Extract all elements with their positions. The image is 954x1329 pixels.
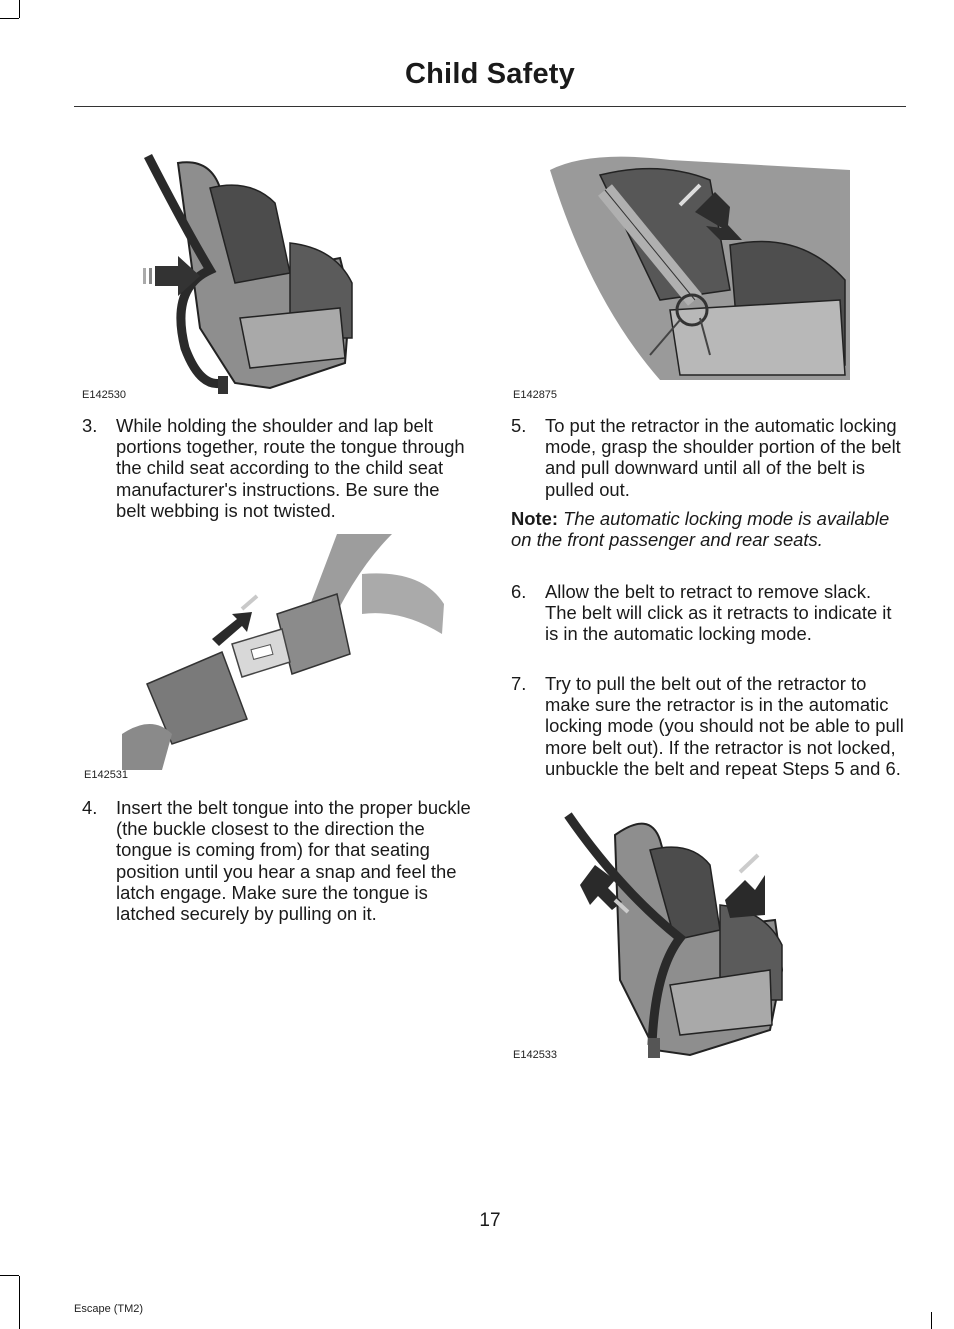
crop-mark <box>0 18 19 19</box>
figure-locking-check <box>560 810 790 1062</box>
crop-mark <box>931 1312 932 1329</box>
figure-code: E142531 <box>84 769 129 781</box>
crop-mark <box>0 1275 19 1276</box>
crop-mark <box>19 1276 20 1329</box>
figure-code: E142530 <box>82 389 127 401</box>
step-text: To put the retractor in the automatic lo… <box>545 415 901 500</box>
figure-retractor-pull <box>550 150 850 380</box>
step-number: 7. <box>511 673 527 694</box>
step-text: Try to pull the belt out of the retracto… <box>545 673 904 779</box>
figure-child-seat-routing <box>140 148 370 398</box>
step-text: Allow the belt to retract to remove slac… <box>545 581 892 645</box>
header-rule <box>74 106 906 107</box>
note: Note: The automatic locking mode is avai… <box>511 508 903 550</box>
step-number: 6. <box>511 581 527 602</box>
step-text: Insert the belt tongue into the proper b… <box>116 797 471 925</box>
child-seat-locked-illustration <box>564 812 784 1058</box>
note-text: The automatic locking mode is available … <box>511 508 890 551</box>
note-label: Note: <box>511 508 558 529</box>
footer-vehicle: Escape (TM2) <box>74 1303 144 1315</box>
figure-buckle-tongue <box>122 534 447 770</box>
step-text: While holding the shoulder and lap belt … <box>116 415 465 521</box>
retractor-illustration <box>550 156 850 380</box>
page-number: 17 <box>479 1210 501 1231</box>
figure-code: E142875 <box>513 389 558 401</box>
page-title: Child Safety <box>405 58 575 90</box>
step-number: 5. <box>511 415 527 436</box>
buckle-illustration <box>122 534 444 770</box>
child-seat-illustration <box>143 153 353 394</box>
step-number: 4. <box>82 797 98 818</box>
crop-mark <box>19 0 20 18</box>
figure-code: E142533 <box>513 1049 558 1061</box>
step-number: 3. <box>82 415 98 436</box>
